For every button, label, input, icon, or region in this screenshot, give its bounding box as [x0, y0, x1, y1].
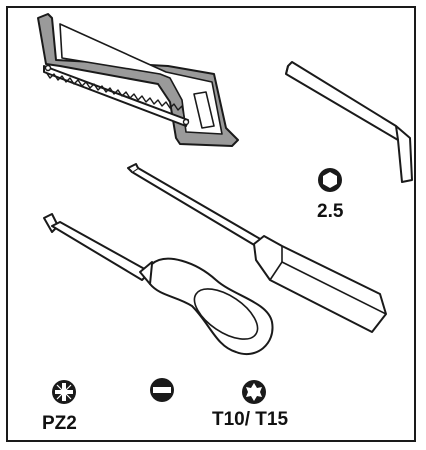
diagram-frame: [6, 6, 416, 442]
flat-screwdriver-icon: [127, 163, 387, 333]
hacksaw-icon: [37, 13, 239, 147]
hex-bit-label: 2.5: [317, 201, 344, 222]
pozidriv-bit-label: PZ2: [42, 413, 77, 434]
slotted-bit-icon: [150, 378, 174, 402]
torx-bit-label: T10/ T15: [212, 409, 289, 430]
torx-bit-icon: [242, 380, 266, 404]
pozidriv-bit-icon: [52, 380, 76, 404]
hex-key-icon: [285, 61, 413, 183]
pozidriv-screwdriver-icon: [43, 213, 274, 355]
hex-bit-icon: [318, 168, 342, 192]
